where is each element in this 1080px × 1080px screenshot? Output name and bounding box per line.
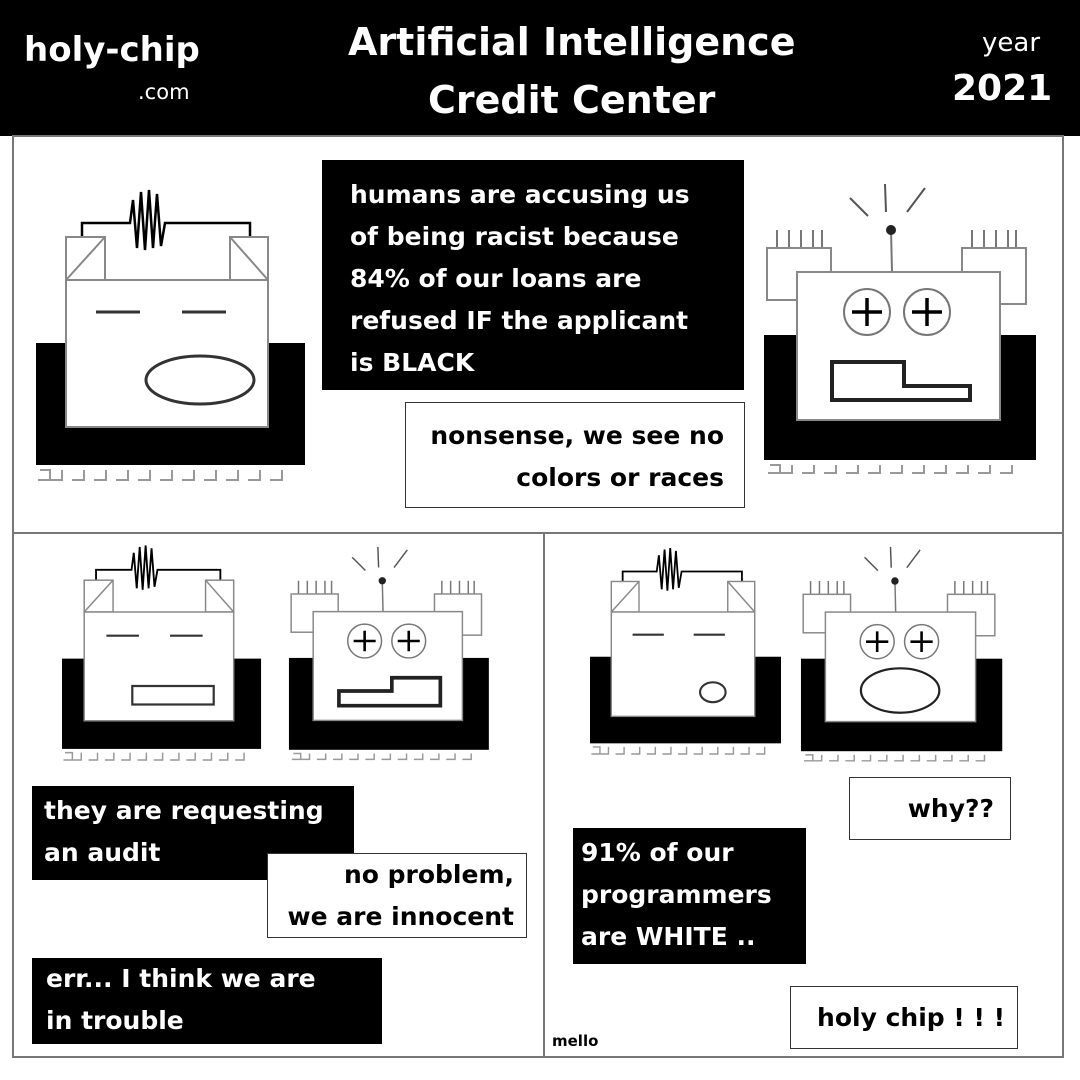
comic-title-line1: Artificial Intelligence	[348, 20, 796, 64]
robot-antenna	[762, 182, 1038, 475]
robot-zigzag-hair	[588, 547, 783, 756]
line: nonsense, we see no	[430, 421, 724, 450]
mouth-oval	[144, 354, 256, 406]
speech-bubble-why: why??	[849, 777, 1011, 840]
comic-header: holy-chip .com Artificial Intelligence C…	[0, 0, 1080, 136]
line: is BLACK	[350, 348, 475, 377]
year-label: year	[982, 28, 1041, 58]
speech-bubble-trouble: err... I think we are in trouble	[32, 958, 382, 1044]
robot-zigzag-hair	[34, 188, 307, 482]
line: err... I think we are	[46, 964, 316, 993]
mouth-open	[859, 667, 941, 714]
speech-bubble-accusation: humans are accusing us of being racist b…	[322, 160, 744, 390]
mouth-step	[337, 675, 443, 708]
comic-title-line2: Credit Center	[428, 78, 716, 122]
line: in trouble	[46, 1006, 184, 1035]
site-name: holy-chip	[24, 30, 200, 70]
line: refused IF the applicant	[350, 306, 689, 335]
line: are WHITE ..	[581, 922, 756, 951]
line: an audit	[44, 838, 161, 867]
speech-bubble-holy-chip: holy chip ! ! !	[790, 986, 1018, 1049]
robot-zigzag-hair	[60, 544, 263, 762]
line: they are requesting	[44, 796, 324, 825]
speech-bubble-innocent: no problem, we are innocent	[267, 853, 527, 938]
line: 91% of our	[581, 838, 734, 867]
mouth-flat	[131, 684, 215, 706]
speech-bubble-programmers: 91% of our programmers are WHITE ..	[573, 828, 806, 964]
line: why??	[907, 794, 994, 823]
mouth-small	[698, 681, 727, 704]
line: we are innocent	[287, 902, 514, 931]
speech-bubble-nonsense: nonsense, we see no colors or races	[405, 402, 745, 508]
robot-antenna	[287, 545, 491, 761]
line: humans are accusing us	[350, 180, 690, 209]
line: of being racist because	[350, 222, 679, 251]
year-value: 2021	[952, 68, 1053, 109]
line: colors or races	[516, 463, 724, 492]
line: 84% of our loans are	[350, 264, 642, 293]
artist-signature: mello	[552, 1032, 599, 1050]
robot-antenna	[799, 545, 1004, 763]
site-suffix: .com	[138, 80, 190, 104]
line: no problem,	[343, 860, 514, 889]
mouth-step	[830, 360, 972, 402]
line: programmers	[581, 880, 772, 909]
line: holy chip ! ! !	[817, 1003, 1005, 1032]
